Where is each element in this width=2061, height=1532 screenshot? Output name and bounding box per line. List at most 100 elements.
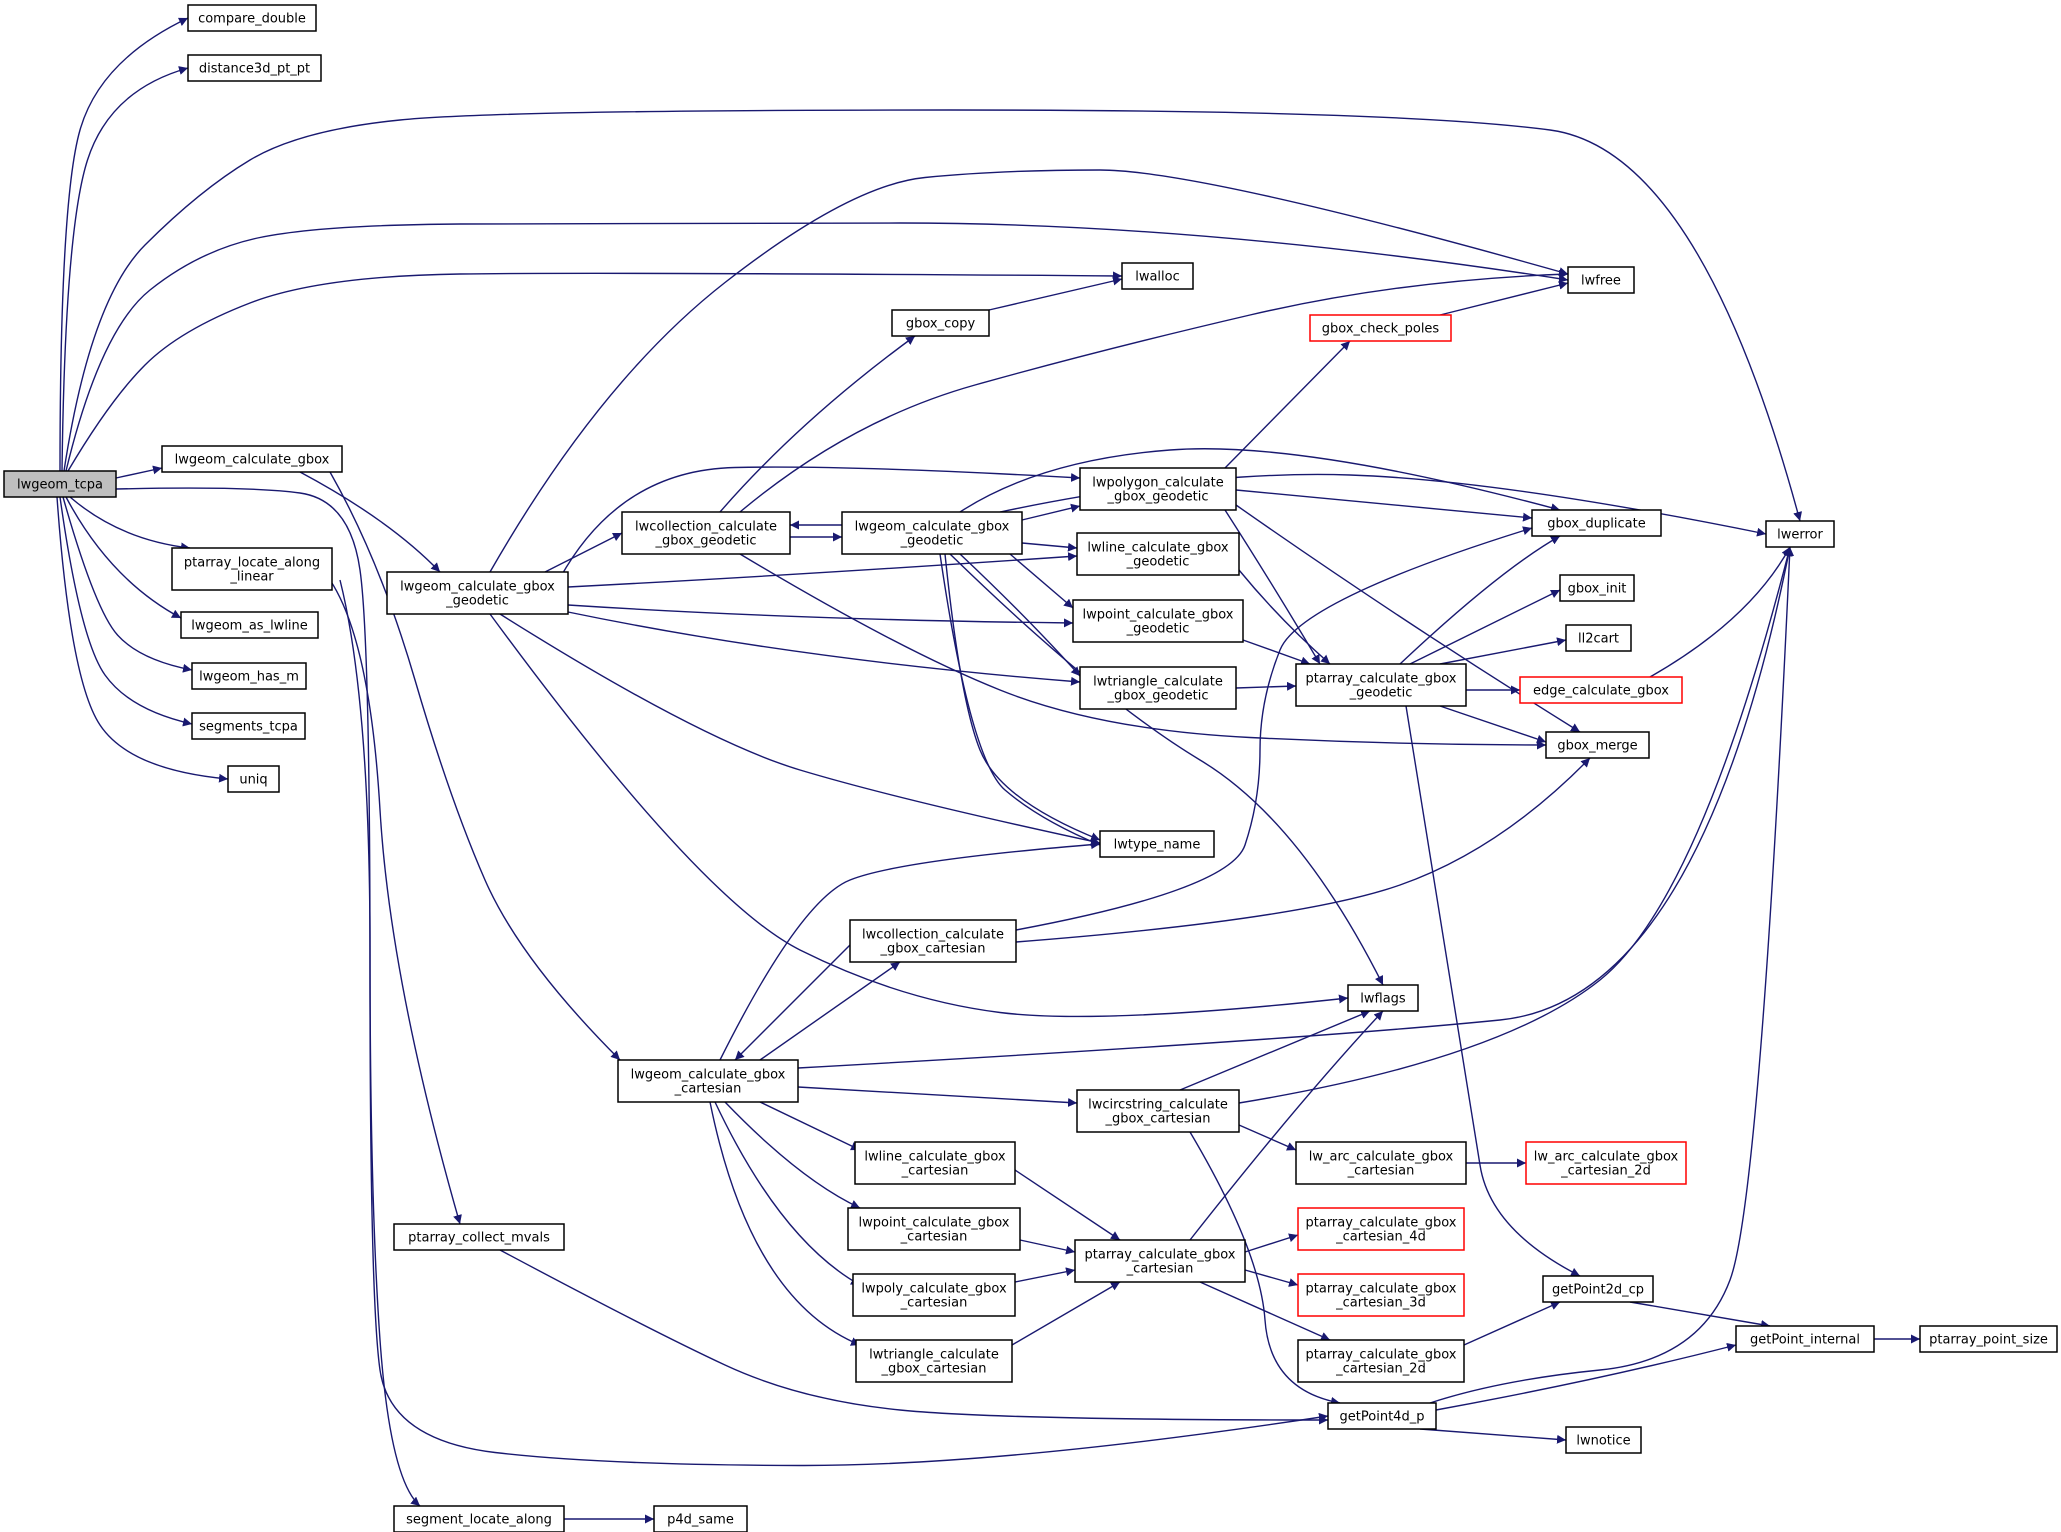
node-geom_calculate_gbox_geodetic_inner[interactable]: lwgeom_calculate_gbox_geodetic — [841, 511, 1023, 555]
node-box[interactable] — [1919, 1325, 2058, 1353]
node-box[interactable] — [1525, 1141, 1687, 1185]
node-lwtriangle_calculate_gbox_cartesian[interactable]: lwtriangle_calculate_gbox_cartesian — [855, 1339, 1013, 1383]
node-gbox_merge[interactable]: gbox_merge — [1545, 731, 1650, 759]
node-ptarray_locate_along_linear[interactable]: ptarray_locate_along_linear — [171, 547, 333, 591]
node-box[interactable] — [1076, 1089, 1240, 1133]
node-box[interactable] — [621, 511, 791, 555]
node-box[interactable] — [180, 611, 319, 639]
node-box[interactable] — [227, 765, 280, 793]
node-lwcollection_calculate_gbox_geodetic[interactable]: lwcollection_calculate_gbox_geodetic — [621, 511, 791, 555]
node-box[interactable] — [854, 1141, 1016, 1185]
node-lwgeom_calculate_gbox_geodetic[interactable]: lwgeom_calculate_gbox_geodetic — [386, 571, 569, 615]
node-gbox_duplicate[interactable]: gbox_duplicate — [1531, 509, 1662, 537]
node-box[interactable] — [1565, 1426, 1642, 1454]
node-ptarray_point_size[interactable]: ptarray_point_size — [1919, 1325, 2058, 1353]
node-getPoint_internal[interactable]: getPoint_internal — [1735, 1325, 1875, 1353]
node-lwnotice[interactable]: lwnotice — [1565, 1426, 1642, 1454]
node-ptarray_calculate_gbox_cartesian[interactable]: ptarray_calculate_gbox_cartesian — [1074, 1239, 1246, 1283]
node-box[interactable] — [1297, 1339, 1465, 1383]
node-box[interactable] — [3, 470, 117, 498]
node-box[interactable] — [1545, 731, 1650, 759]
node-ptarray_calculate_gbox_geodetic[interactable]: ptarray_calculate_gbox_geodetic — [1295, 663, 1467, 707]
node-box[interactable] — [171, 547, 333, 591]
node-box[interactable] — [1765, 520, 1835, 548]
node-box[interactable] — [1542, 1275, 1654, 1303]
node-box[interactable] — [1295, 1141, 1467, 1185]
node-lwcircstring_calculate_gbox_cartesian[interactable]: lwcircstring_calculate_gbox_cartesian — [1076, 1089, 1240, 1133]
node-box[interactable] — [849, 919, 1017, 963]
node-gbox_init[interactable]: gbox_init — [1559, 574, 1635, 602]
node-box[interactable] — [1559, 574, 1635, 602]
node-box[interactable] — [1347, 984, 1419, 1012]
node-lwalloc[interactable]: lwalloc — [1121, 262, 1194, 290]
node-ptarray_calculate_gbox_cartesian_3d[interactable]: ptarray_calculate_gbox_cartesian_3d — [1297, 1273, 1465, 1317]
node-box[interactable] — [1072, 599, 1244, 643]
node-box[interactable] — [161, 445, 343, 473]
node-ptarray_calculate_gbox_cartesian_4d[interactable]: ptarray_calculate_gbox_cartesian_4d — [1297, 1207, 1465, 1251]
node-box[interactable] — [393, 1223, 565, 1251]
node-box[interactable] — [1099, 830, 1215, 858]
node-ptarray_calculate_gbox_cartesian_2d[interactable]: ptarray_calculate_gbox_cartesian_2d — [1297, 1339, 1465, 1383]
node-lwpoly_calculate_gbox_cartesian[interactable]: lwpoly_calculate_gbox_cartesian — [852, 1273, 1016, 1317]
node-box[interactable] — [841, 511, 1023, 555]
node-lwpolygon_calculate_gbox_geodetic[interactable]: lwpolygon_calculate_gbox_geodetic — [1079, 467, 1237, 511]
node-lwflags[interactable]: lwflags — [1347, 984, 1419, 1012]
node-box[interactable] — [187, 54, 322, 82]
node-edge_calculate_gbox[interactable]: edge_calculate_gbox — [1519, 676, 1683, 704]
node-box[interactable] — [855, 1339, 1013, 1383]
node-lwtriangle_calculate_gbox_geodetic[interactable]: lwtriangle_calculate_gbox_geodetic — [1079, 666, 1237, 710]
node-box[interactable] — [191, 662, 307, 690]
node-getPoint4d_p[interactable]: getPoint4d_p — [1327, 1402, 1437, 1430]
node-box[interactable] — [1297, 1273, 1465, 1317]
node-box[interactable] — [1295, 663, 1467, 707]
node-ptarray_collect_mvals[interactable]: ptarray_collect_mvals — [393, 1223, 565, 1251]
node-box[interactable] — [1076, 532, 1240, 576]
node-lwerror[interactable]: lwerror — [1765, 520, 1835, 548]
node-p4d_same[interactable]: p4d_same — [653, 1505, 748, 1532]
node-lwgeom_as_lwline[interactable]: lwgeom_as_lwline — [180, 611, 319, 639]
node-compare_double[interactable]: compare_double — [187, 4, 317, 32]
node-lwtype_name[interactable]: lwtype_name — [1099, 830, 1215, 858]
node-lwgeom_has_m[interactable]: lwgeom_has_m — [191, 662, 307, 690]
node-box[interactable] — [847, 1207, 1021, 1251]
node-getPoint2d_cp[interactable]: getPoint2d_cp — [1542, 1275, 1654, 1303]
node-lwline_calculate_gbox_geodetic[interactable]: lwline_calculate_gbox_geodetic — [1076, 532, 1240, 576]
node-box[interactable] — [191, 712, 306, 740]
node-box[interactable] — [653, 1505, 748, 1532]
node-box[interactable] — [1567, 266, 1635, 294]
node-box[interactable] — [617, 1059, 799, 1103]
node-lwgeom_calculate_gbox[interactable]: lwgeom_calculate_gbox — [161, 445, 343, 473]
node-lwpoint_calculate_gbox_cartesian[interactable]: lwpoint_calculate_gbox_cartesian — [847, 1207, 1021, 1251]
node-box[interactable] — [1735, 1325, 1875, 1353]
node-box[interactable] — [1074, 1239, 1246, 1283]
node-lwcollection_calculate_gbox_cartesian[interactable]: lwcollection_calculate_gbox_cartesian — [849, 919, 1017, 963]
node-box[interactable] — [187, 4, 317, 32]
node-distance3d_pt_pt[interactable]: distance3d_pt_pt — [187, 54, 322, 82]
node-lw_arc_calculate_gbox_cartesian_2d[interactable]: lw_arc_calculate_gbox_cartesian_2d — [1525, 1141, 1687, 1185]
node-box[interactable] — [1079, 467, 1237, 511]
node-segment_locate_along[interactable]: segment_locate_along — [393, 1505, 565, 1532]
node-box[interactable] — [1309, 314, 1452, 342]
node-uniq[interactable]: uniq — [227, 765, 280, 793]
node-segments_tcpa[interactable]: segments_tcpa — [191, 712, 306, 740]
node-lw_arc_calculate_gbox_cartesian[interactable]: lw_arc_calculate_gbox_cartesian — [1295, 1141, 1467, 1185]
node-box[interactable] — [891, 309, 990, 337]
node-box[interactable] — [1079, 666, 1237, 710]
node-lwgeom_calculate_gbox_cartesian[interactable]: lwgeom_calculate_gbox_cartesian — [617, 1059, 799, 1103]
node-lwfree[interactable]: lwfree — [1567, 266, 1635, 294]
node-box[interactable] — [1531, 509, 1662, 537]
node-lwgeom_tcpa[interactable]: lwgeom_tcpa — [3, 470, 117, 498]
node-box[interactable] — [1565, 624, 1632, 652]
node-gbox_check_poles[interactable]: gbox_check_poles — [1309, 314, 1452, 342]
node-box[interactable] — [1121, 262, 1194, 290]
node-box[interactable] — [1297, 1207, 1465, 1251]
node-lwpoint_calculate_gbox_geodetic[interactable]: lwpoint_calculate_gbox_geodetic — [1072, 599, 1244, 643]
node-gbox_copy[interactable]: gbox_copy — [891, 309, 990, 337]
node-box[interactable] — [852, 1273, 1016, 1317]
node-ll2cart[interactable]: ll2cart — [1565, 624, 1632, 652]
node-box[interactable] — [386, 571, 569, 615]
node-box[interactable] — [1327, 1402, 1437, 1430]
node-box[interactable] — [1519, 676, 1683, 704]
node-lwline_calculate_gbox_cartesian[interactable]: lwline_calculate_gbox_cartesian — [854, 1141, 1016, 1185]
node-box[interactable] — [393, 1505, 565, 1532]
